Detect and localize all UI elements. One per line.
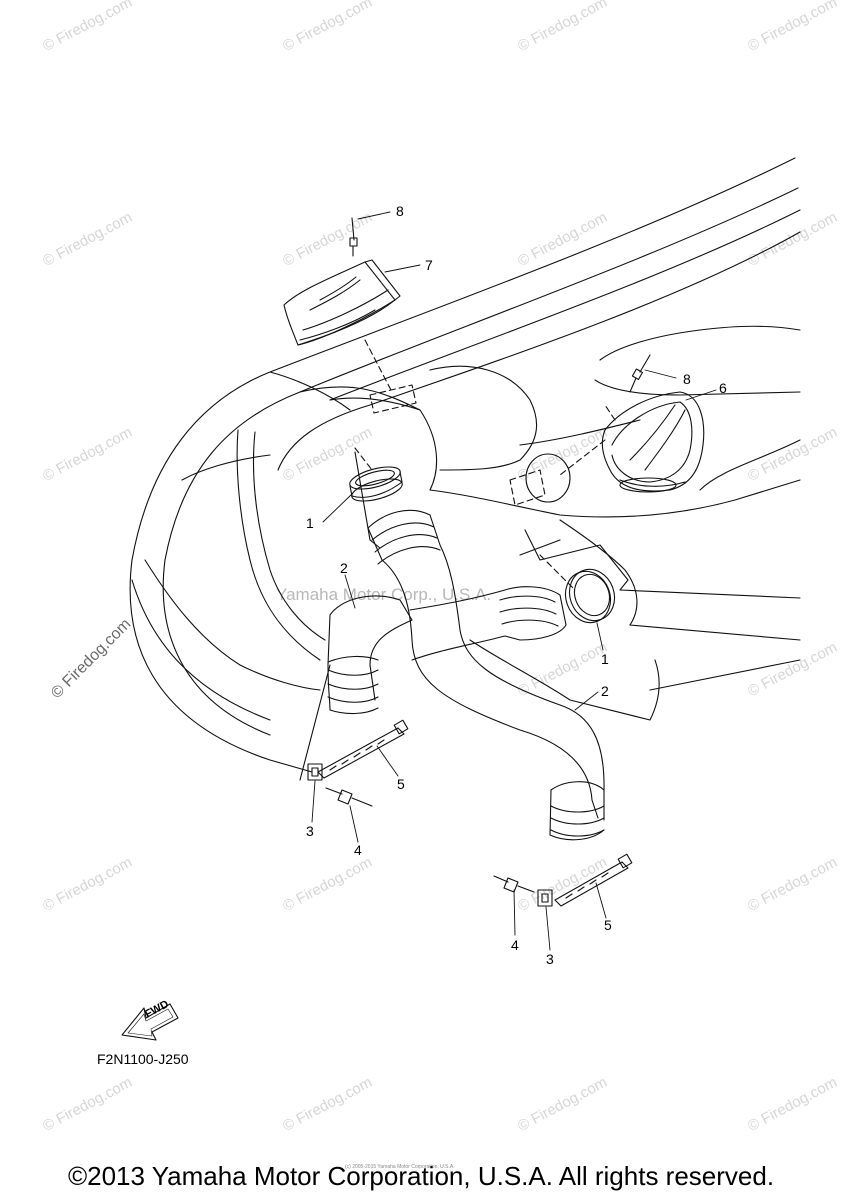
- part-5-cable-tie-right[interactable]: [555, 854, 632, 906]
- vent-recess: [526, 454, 570, 502]
- part-3-clip-right[interactable]: [538, 890, 552, 906]
- part-7-vent-cover[interactable]: [284, 260, 400, 345]
- part-6-vent-cover[interactable]: [602, 392, 703, 492]
- part-8-screw-right[interactable]: [630, 355, 650, 392]
- hull-outline: [130, 158, 800, 780]
- figure-code: F2N1100-J250: [97, 1051, 189, 1067]
- tiny-copyright: (c) 2005-2015 Yamaha Motor Corporation, …: [345, 1164, 455, 1170]
- part-4-rivet-left[interactable]: [326, 788, 372, 806]
- callout-4-right: 4: [511, 937, 519, 953]
- center-watermark: Yamaha Motor Corp., U.S.A.: [276, 585, 492, 604]
- callout-8-upper: 8: [396, 203, 404, 219]
- part-8-screw-upper[interactable]: [350, 218, 357, 256]
- alignment-lines: [355, 340, 615, 590]
- fwd-arrow: [122, 1004, 178, 1040]
- part-5-cable-tie-left[interactable]: [318, 720, 408, 778]
- callout-2-long: 2: [601, 683, 609, 699]
- callout-1-upper: 1: [306, 515, 314, 531]
- part-1-grommet-right[interactable]: [558, 563, 621, 629]
- callout-4-left: 4: [354, 842, 362, 858]
- callout-8-right: 8: [683, 371, 691, 387]
- callout-6: 6: [719, 380, 727, 396]
- callout-5-right: 5: [604, 917, 612, 933]
- callout-7: 7: [425, 257, 433, 273]
- callout-3-right: 3: [546, 951, 554, 967]
- part-2-duct-hose-short[interactable]: [328, 587, 566, 714]
- part-2-duct-hose-long[interactable]: [368, 510, 604, 839]
- part-1-grommet-upper[interactable]: [348, 463, 405, 506]
- part-3-clip-left[interactable]: [308, 764, 322, 780]
- callout-3-left: 3: [306, 823, 314, 839]
- callout-5-left: 5: [397, 776, 405, 792]
- leader-lines: [312, 212, 716, 950]
- copyright-footer: ©2013 Yamaha Motor Corporation, U.S.A. A…: [67, 1161, 775, 1191]
- callout-2-short: 2: [340, 560, 348, 576]
- bracket-lines: [355, 452, 628, 590]
- callout-1-right: 1: [601, 651, 609, 667]
